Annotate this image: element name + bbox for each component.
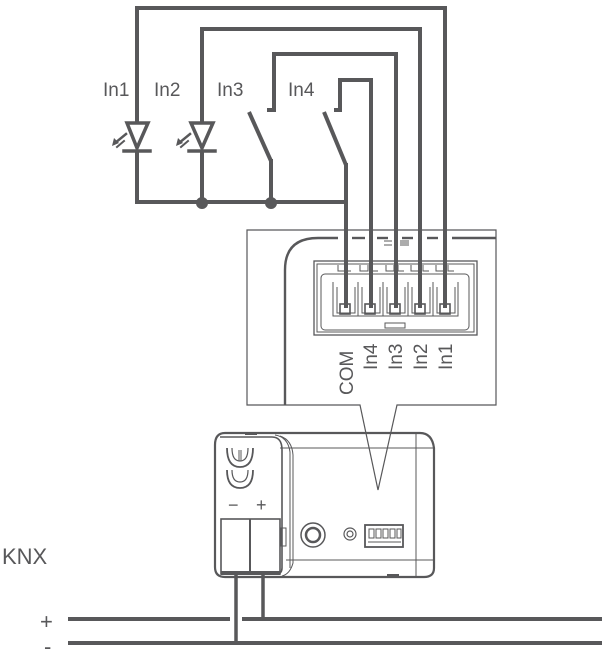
terminal-label-in3: In3 [386, 344, 407, 370]
terminal-label-com: COM [337, 351, 358, 395]
terminal-label-in4: In4 [361, 343, 382, 370]
led-in2 [176, 121, 217, 153]
bus-plus-label: + [40, 609, 53, 634]
wire-com [135, 150, 348, 308]
programming-led [343, 527, 357, 541]
terminal-label-in1: In1 [436, 344, 457, 370]
knx-label: KNX [2, 544, 48, 569]
wire-in4 [334, 78, 373, 308]
junction-dot [265, 197, 277, 209]
junction-dot [196, 197, 208, 209]
bus-minus-label: - [44, 634, 51, 659]
terminal-in1 [432, 282, 459, 317]
switch-in4 [322, 111, 348, 204]
wire-in1 [135, 6, 447, 308]
knx-device: − + [213, 431, 436, 579]
label-in1: In1 [103, 80, 129, 101]
wire-in2 [200, 27, 422, 308]
label-in3: In3 [217, 80, 243, 101]
wire-in3 [267, 52, 398, 308]
input-connector [364, 524, 404, 548]
label-in2: In2 [154, 80, 180, 101]
terminal-label-in2: In2 [411, 344, 432, 370]
switch-in3 [247, 111, 273, 204]
device-minus-label: − [228, 495, 239, 515]
led-in1 [112, 121, 152, 153]
device-plus-label: + [256, 495, 267, 515]
programming-button [300, 522, 326, 548]
terminal-block [313, 260, 478, 336]
label-in4: In4 [288, 80, 315, 101]
